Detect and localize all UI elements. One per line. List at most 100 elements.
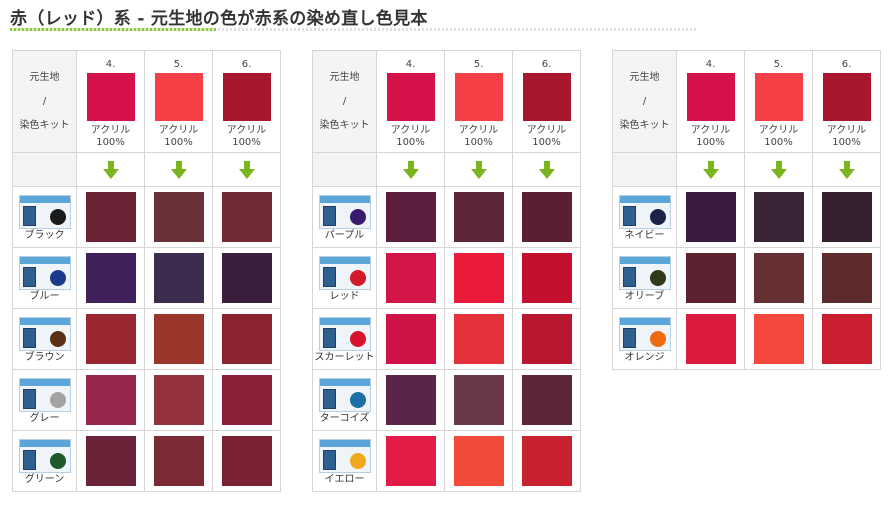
fabric-percent: 100%: [764, 136, 793, 148]
result-swatch: [453, 253, 504, 303]
result-swatch: [221, 314, 272, 364]
result-cell: [144, 430, 213, 492]
arrow-down-icon: [838, 160, 855, 179]
kit-row: オレンジ: [612, 308, 881, 370]
dye-kit-package-band: [619, 257, 670, 264]
kit-row: ブルー: [12, 247, 281, 309]
result-cell: [812, 308, 881, 370]
arrow-row: [312, 152, 581, 187]
fabric-swatch: [686, 72, 735, 121]
arrow-down-icon: [770, 160, 787, 179]
dye-kit-cell: ネイビー: [612, 186, 677, 248]
arrow-row-blank: [312, 152, 377, 187]
dye-kit-package-box: [622, 206, 636, 226]
dye-kit-cell: オリーブ: [612, 247, 677, 309]
result-swatch: [821, 314, 872, 364]
result-swatch: [685, 192, 736, 242]
fabric-name: アクリル: [458, 124, 499, 136]
dye-kit-name: ブラック: [24, 230, 65, 241]
dye-kit-color-dot: [649, 270, 666, 286]
dye-kit-package-band: [19, 257, 70, 264]
kit-row: ブラウン: [12, 308, 281, 370]
dye-kit-package-icon: [618, 256, 671, 290]
result-swatch: [753, 192, 804, 242]
arrow-down-icon: [470, 160, 487, 179]
result-cell: [444, 247, 513, 309]
result-swatch: [753, 314, 804, 364]
result-cell: [376, 430, 445, 492]
result-cell: [76, 308, 145, 370]
arrow-cell: [444, 152, 513, 187]
dye-kit-name: グレー: [29, 413, 60, 424]
kit-row: イエロー: [312, 430, 581, 492]
dye-kit-package-icon: [318, 317, 371, 351]
dye-kit-name: ブルー: [29, 291, 60, 302]
header-label-line: 染色キット: [319, 119, 370, 131]
dye-kit-package-box: [622, 267, 636, 287]
result-swatch: [453, 436, 504, 486]
dye-kit-name: イエロー: [324, 474, 365, 485]
result-cell: [376, 308, 445, 370]
header-label-line: /: [342, 95, 347, 107]
result-swatch: [753, 253, 804, 303]
dye-kit-cell: オレンジ: [612, 308, 677, 370]
dye-kit-package-icon: [318, 195, 371, 229]
result-cell: [76, 247, 145, 309]
result-swatch: [521, 253, 572, 303]
result-cell: [812, 186, 881, 248]
result-cell: [144, 369, 213, 431]
dye-kit-color-dot: [349, 331, 366, 347]
dye-kit-package-band: [619, 196, 670, 203]
result-cell: [144, 247, 213, 309]
dye-kit-color-dot: [349, 392, 366, 408]
result-swatch: [521, 192, 572, 242]
result-swatch: [385, 192, 436, 242]
fabric-percent: 100%: [396, 136, 425, 148]
dye-kit-cell: ブラウン: [12, 308, 77, 370]
result-cell: [144, 186, 213, 248]
kit-row: グレー: [12, 369, 281, 431]
dye-kit-name: グリーン: [24, 474, 65, 485]
dye-kit-package-box: [322, 267, 336, 287]
arrow-down-icon: [102, 160, 119, 179]
dye-kit-color-dot: [649, 209, 666, 225]
result-swatch: [221, 436, 272, 486]
result-cell: [676, 247, 745, 309]
fabric-percent: 100%: [232, 136, 261, 148]
dye-kit-package-band: [19, 196, 70, 203]
result-cell: [676, 186, 745, 248]
dye-kit-package-band: [19, 379, 70, 386]
fabric-name: アクリル: [390, 124, 431, 136]
title-divider: [10, 28, 696, 31]
arrow-cell: [76, 152, 145, 187]
fabric-swatch: [822, 72, 871, 121]
dye-kit-package-box: [22, 450, 36, 470]
dye-kit-name: ターコイズ: [319, 413, 370, 424]
result-cell: [76, 186, 145, 248]
arrow-cell: [812, 152, 881, 187]
result-cell: [744, 186, 813, 248]
result-cell: [376, 186, 445, 248]
result-cell: [76, 430, 145, 492]
result-cell: [512, 247, 581, 309]
fabric-name: アクリル: [226, 124, 267, 136]
result-cell: [144, 308, 213, 370]
result-swatch: [221, 253, 272, 303]
result-cell: [512, 308, 581, 370]
fabric-name: アクリル: [758, 124, 799, 136]
dye-kit-cell: パープル: [312, 186, 377, 248]
result-cell: [444, 430, 513, 492]
dye-kit-package-band: [619, 318, 670, 325]
arrow-down-icon: [238, 160, 255, 179]
result-cell: [512, 369, 581, 431]
header-label-line: 元生地: [329, 71, 360, 83]
dye-kit-name: ブラウン: [24, 352, 65, 363]
dye-kit-cell: グレー: [12, 369, 77, 431]
page-title: 赤（レッド）系 - 元生地の色が赤系の染め直し色見本: [10, 9, 428, 29]
dye-kit-package-icon: [318, 378, 371, 412]
result-swatch: [153, 253, 204, 303]
dye-kit-package-box: [322, 206, 336, 226]
dye-kit-color-dot: [49, 270, 66, 286]
